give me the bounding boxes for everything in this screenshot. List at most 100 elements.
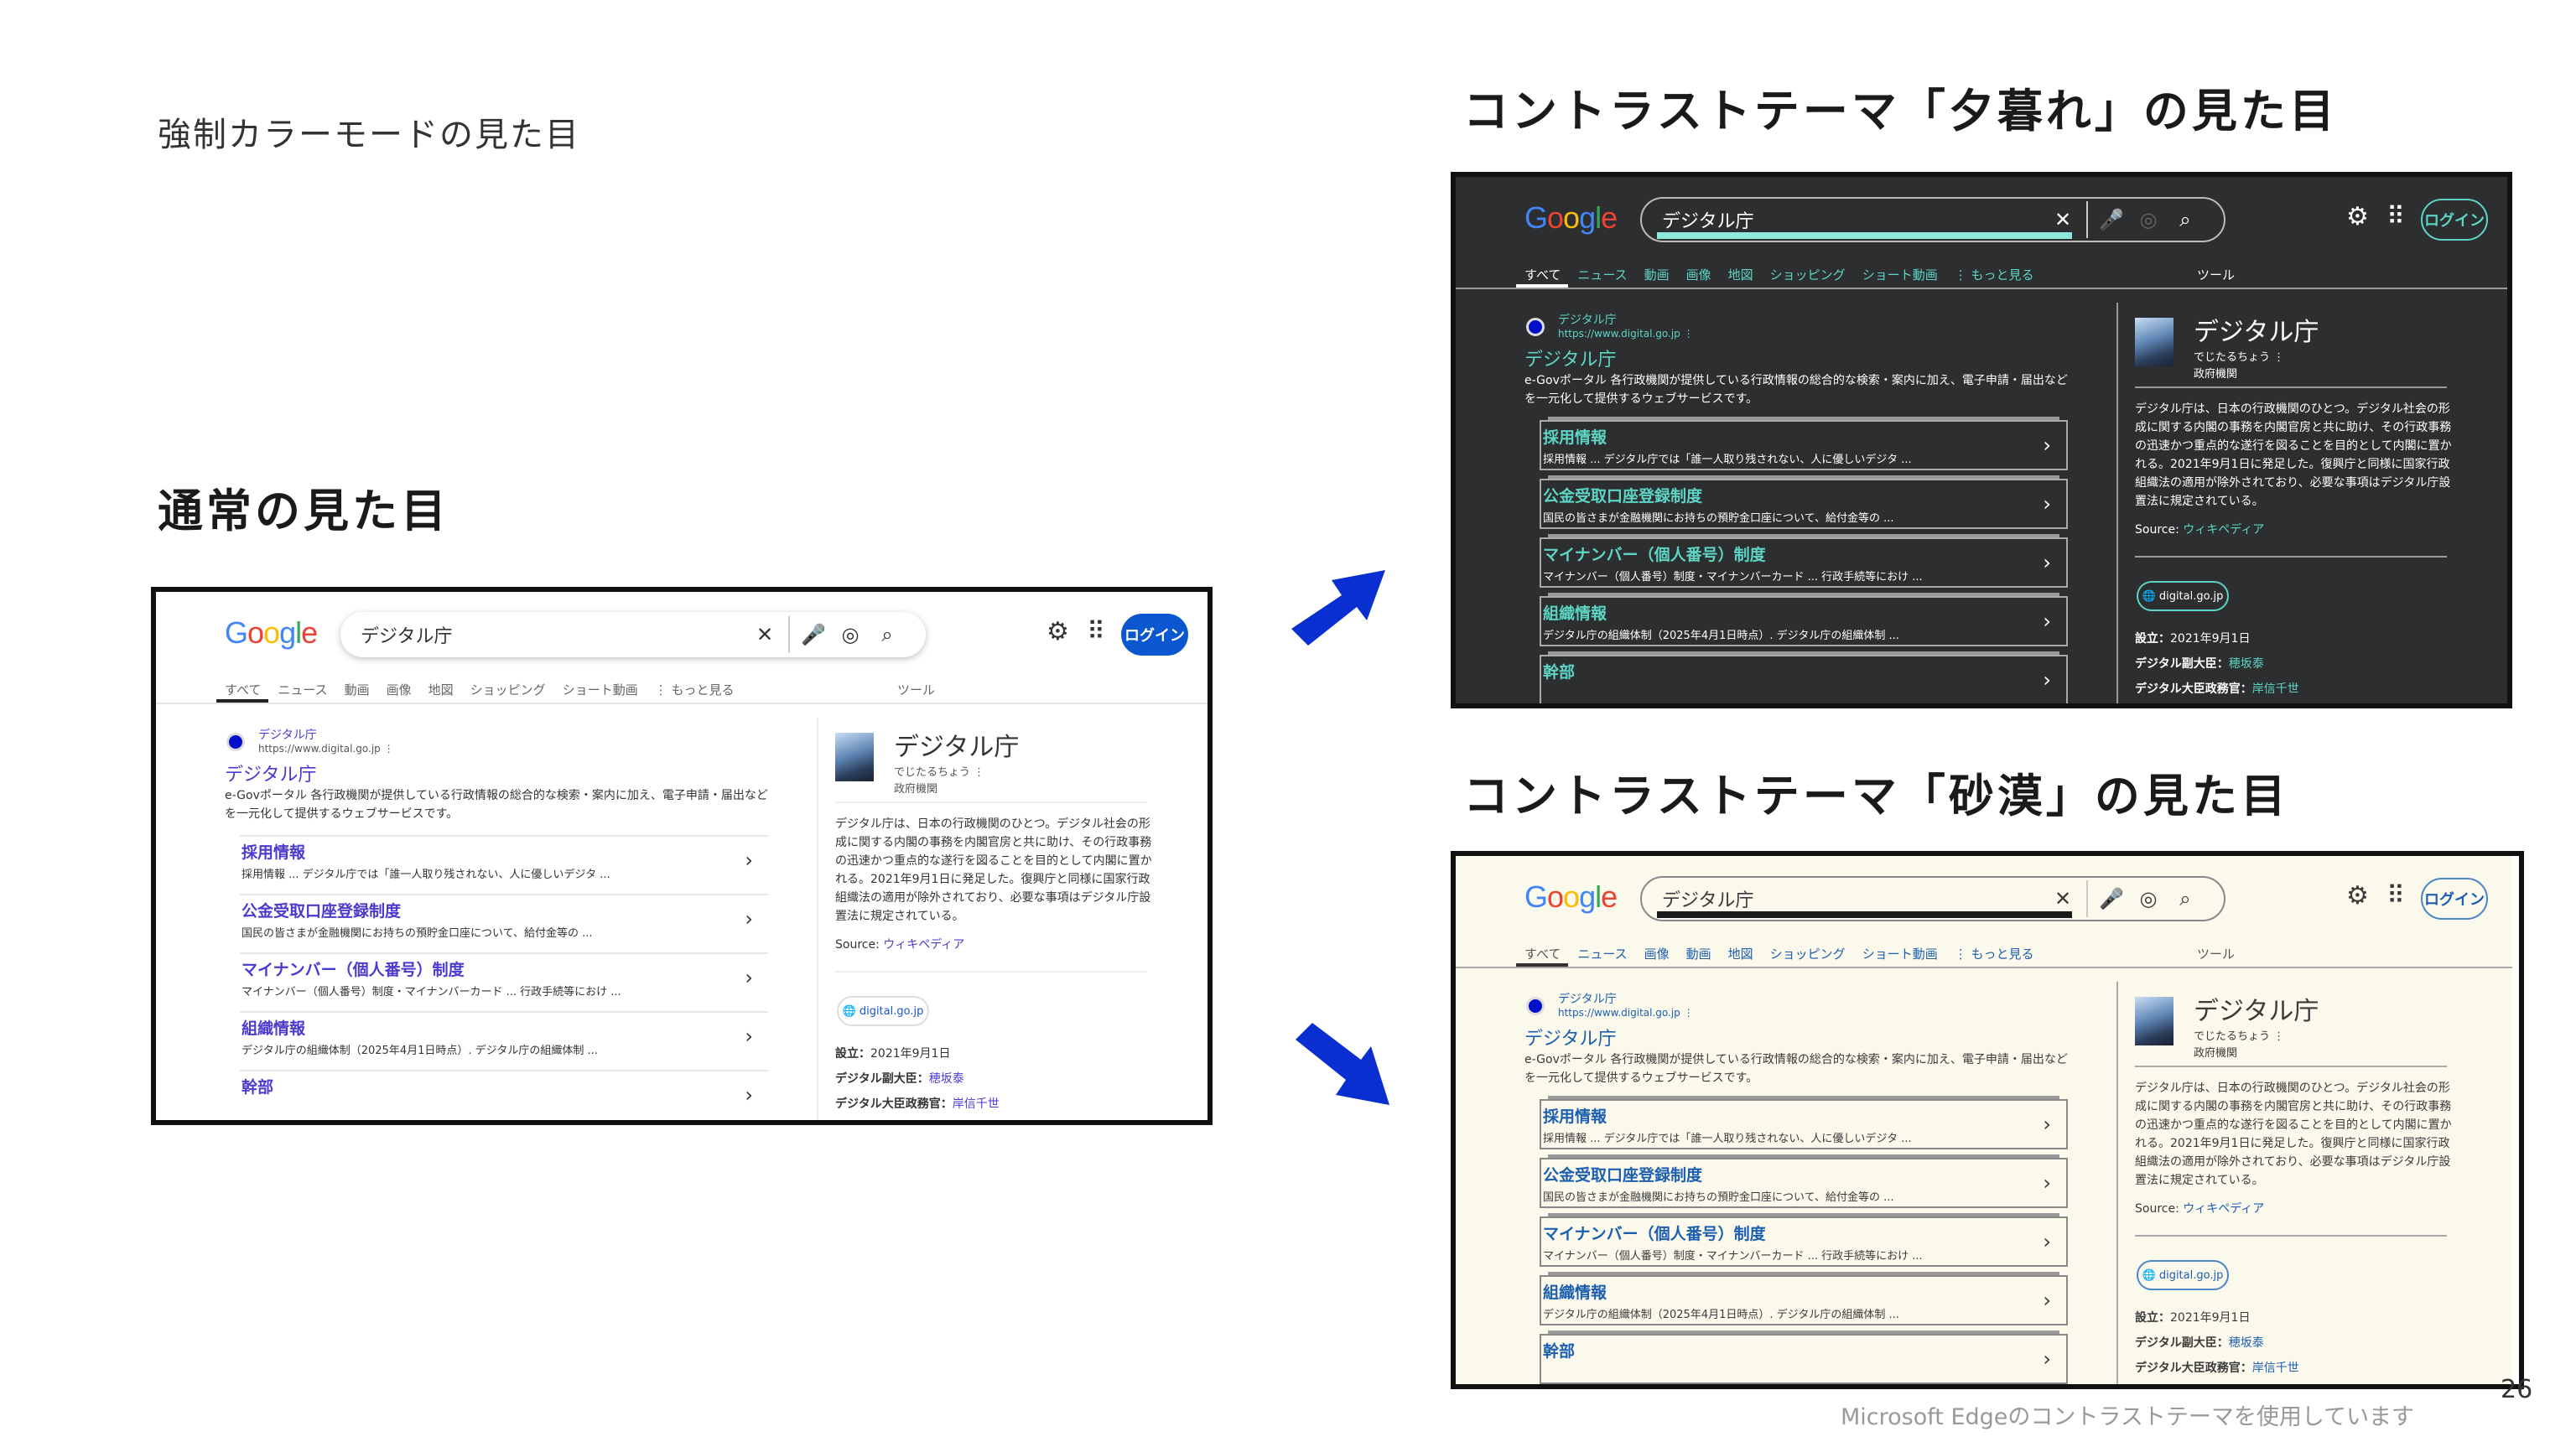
- login-button[interactable]: ログイン: [1121, 614, 1188, 656]
- clear-icon[interactable]: ✕: [2054, 208, 2072, 231]
- tab-maps[interactable]: 地図: [1727, 947, 1753, 962]
- google-logo[interactable]: Google: [1524, 200, 1618, 236]
- tab-more[interactable]: ⋮ もっと見る: [1954, 947, 2034, 962]
- settings-icon[interactable]: ⚙: [1046, 617, 1069, 646]
- sitelink-title[interactable]: 組織情報: [1543, 1284, 1607, 1302]
- sitelink-title[interactable]: 幹部: [242, 1078, 274, 1097]
- sitelink-title[interactable]: 幹部: [1543, 663, 1576, 682]
- login-button[interactable]: ログイン: [2421, 199, 2488, 241]
- tools-button[interactable]: ツール: [2197, 947, 2236, 962]
- lens-icon[interactable]: ◎: [2139, 208, 2158, 231]
- sitelink[interactable]: マイナンバー（個人番号）制度マイナンバー（個人番号）制度・マイナンバーカード .…: [1540, 1216, 2068, 1267]
- fact-value-link[interactable]: 岸信千世: [2251, 682, 2299, 696]
- result-title-link[interactable]: デジタル庁: [225, 765, 317, 786]
- tab-short-videos[interactable]: ショート動画: [562, 682, 638, 698]
- tab-news[interactable]: ニュース: [278, 682, 328, 698]
- search-icon[interactable]: ⌕: [2179, 208, 2191, 231]
- sitelink[interactable]: 幹部›: [1540, 655, 2068, 703]
- sitelink-title[interactable]: 公金受取口座登録制度: [242, 902, 402, 921]
- search-input[interactable]: デジタル庁: [361, 626, 453, 647]
- sitelink[interactable]: 採用情報採用情報 ... デジタル庁では「誰一人取り残されない、人に優しいデジタ…: [1540, 1099, 2068, 1149]
- result-menu-icon[interactable]: ⋮: [1683, 1007, 1694, 1019]
- tab-more[interactable]: ⋮ もっと見る: [654, 682, 735, 698]
- login-button[interactable]: ログイン: [2421, 878, 2488, 920]
- sitelink-title[interactable]: 採用情報: [1543, 1107, 1607, 1126]
- sitelink[interactable]: 幹部›: [240, 1070, 768, 1120]
- result-menu-icon[interactable]: ⋮: [1683, 328, 1694, 340]
- tab-short-videos[interactable]: ショート動画: [1862, 267, 1938, 283]
- lens-icon[interactable]: ◎: [2139, 887, 2158, 910]
- sitelink[interactable]: 組織情報デジタル庁の組織体制（2025年4月1日時点）. デジタル庁の組織体制 …: [1540, 596, 2068, 646]
- search-box[interactable]: デジタル庁 ✕ 🎤 ◎ ⌕: [340, 612, 926, 657]
- search-box[interactable]: デジタル庁 ✕ 🎤 ◎ ⌕: [1640, 197, 2225, 242]
- microphone-icon[interactable]: 🎤: [2099, 208, 2124, 231]
- source-link[interactable]: ウィキペディア: [883, 938, 965, 952]
- tab-shopping[interactable]: ショッピング: [1769, 947, 1846, 962]
- source-link[interactable]: ウィキペディア: [2183, 1202, 2265, 1216]
- settings-icon[interactable]: ⚙: [2346, 202, 2369, 231]
- tab-maps[interactable]: 地図: [1727, 267, 1753, 283]
- tab-3[interactable]: 動画: [344, 682, 370, 698]
- result-title-link[interactable]: デジタル庁: [1524, 350, 1617, 371]
- tab-all[interactable]: すべて: [225, 682, 262, 698]
- tab-shopping[interactable]: ショッピング: [1769, 267, 1846, 283]
- clear-icon[interactable]: ✕: [2054, 887, 2072, 910]
- search-icon[interactable]: ⌕: [881, 623, 893, 646]
- search-icon[interactable]: ⌕: [2179, 887, 2191, 910]
- sitelink[interactable]: 幹部›: [1540, 1334, 2068, 1384]
- apps-icon[interactable]: ⠿: [2386, 881, 2405, 910]
- sitelink[interactable]: 公金受取口座登録制度国民の皆さまが金融機関にお持ちの預貯金口座について、給付金等…: [1540, 1158, 2068, 1208]
- sitelink[interactable]: 組織情報デジタル庁の組織体制（2025年4月1日時点）. デジタル庁の組織体制 …: [1540, 1275, 2068, 1325]
- website-chip[interactable]: 🌐digital.go.jp: [2137, 581, 2229, 611]
- google-logo[interactable]: Google: [225, 615, 318, 651]
- website-chip[interactable]: 🌐digital.go.jp: [837, 996, 929, 1026]
- tab-more[interactable]: ⋮ もっと見る: [1954, 267, 2034, 283]
- result-menu-icon[interactable]: ⋮: [383, 743, 394, 755]
- settings-icon[interactable]: ⚙: [2346, 881, 2369, 910]
- sitelink[interactable]: 組織情報デジタル庁の組織体制（2025年4月1日時点）. デジタル庁の組織体制 …: [240, 1011, 768, 1061]
- tab-shopping[interactable]: ショッピング: [470, 682, 546, 698]
- microphone-icon[interactable]: 🎤: [801, 623, 826, 646]
- tab-4[interactable]: 動画: [1685, 947, 1711, 962]
- tab-news[interactable]: ニュース: [1577, 947, 1628, 962]
- tools-button[interactable]: ツール: [2197, 267, 2236, 283]
- sitelink-title[interactable]: マイナンバー（個人番号）制度: [242, 961, 465, 979]
- google-logo[interactable]: Google: [1524, 879, 1618, 915]
- sitelink[interactable]: マイナンバー（個人番号）制度マイナンバー（個人番号）制度・マイナンバーカード .…: [240, 952, 768, 1003]
- fact-value-link[interactable]: 穂坂泰: [2228, 657, 2264, 671]
- sitelink-title[interactable]: 公金受取口座登録制度: [1543, 1166, 1703, 1185]
- sitelink-title[interactable]: マイナンバー（個人番号）制度: [1543, 546, 1766, 564]
- tab-short-videos[interactable]: ショート動画: [1862, 947, 1938, 962]
- tab-4[interactable]: 画像: [1685, 267, 1711, 283]
- tab-maps[interactable]: 地図: [428, 682, 454, 698]
- website-chip[interactable]: 🌐digital.go.jp: [2137, 1260, 2229, 1290]
- fact-value-link[interactable]: 穂坂泰: [2228, 1336, 2264, 1350]
- sitelink[interactable]: 採用情報採用情報 ... デジタル庁では「誰一人取り残されない、人に優しいデジタ…: [240, 835, 768, 885]
- tab-3[interactable]: 画像: [1644, 947, 1670, 962]
- lens-icon[interactable]: ◎: [841, 623, 860, 646]
- sitelink-title[interactable]: 組織情報: [1543, 604, 1607, 623]
- tab-4[interactable]: 画像: [386, 682, 412, 698]
- sitelink[interactable]: 採用情報採用情報 ... デジタル庁では「誰一人取り残されない、人に優しいデジタ…: [1540, 420, 2068, 470]
- building-photo[interactable]: [835, 733, 874, 781]
- search-input[interactable]: デジタル庁: [1662, 211, 1754, 232]
- tab-all[interactable]: すべて: [1524, 267, 1561, 283]
- source-link[interactable]: ウィキペディア: [2183, 523, 2265, 537]
- tab-news[interactable]: ニュース: [1577, 267, 1628, 283]
- result-title-link[interactable]: デジタル庁: [1524, 1029, 1617, 1050]
- fact-value-link[interactable]: 穂坂泰: [928, 1072, 964, 1086]
- sitelink-title[interactable]: 幹部: [1543, 1342, 1576, 1361]
- apps-icon[interactable]: ⠿: [2386, 202, 2405, 231]
- sitelink-title[interactable]: マイナンバー（個人番号）制度: [1543, 1225, 1766, 1243]
- sitelink[interactable]: 公金受取口座登録制度国民の皆さまが金融機関にお持ちの預貯金口座について、給付金等…: [240, 894, 768, 944]
- sitelink-title[interactable]: 組織情報: [242, 1019, 306, 1038]
- fact-value-link[interactable]: 岸信千世: [2251, 1362, 2299, 1375]
- building-photo[interactable]: [2135, 997, 2174, 1045]
- sitelink[interactable]: マイナンバー（個人番号）制度マイナンバー（個人番号）制度・マイナンバーカード .…: [1540, 537, 2068, 588]
- apps-icon[interactable]: ⠿: [1087, 617, 1105, 646]
- sitelink-title[interactable]: 公金受取口座登録制度: [1543, 487, 1703, 506]
- tab-3[interactable]: 動画: [1644, 267, 1670, 283]
- sitelink-title[interactable]: 採用情報: [1543, 428, 1607, 447]
- tab-all[interactable]: すべて: [1524, 947, 1561, 962]
- sitelink[interactable]: 公金受取口座登録制度国民の皆さまが金融機関にお持ちの預貯金口座について、給付金等…: [1540, 479, 2068, 529]
